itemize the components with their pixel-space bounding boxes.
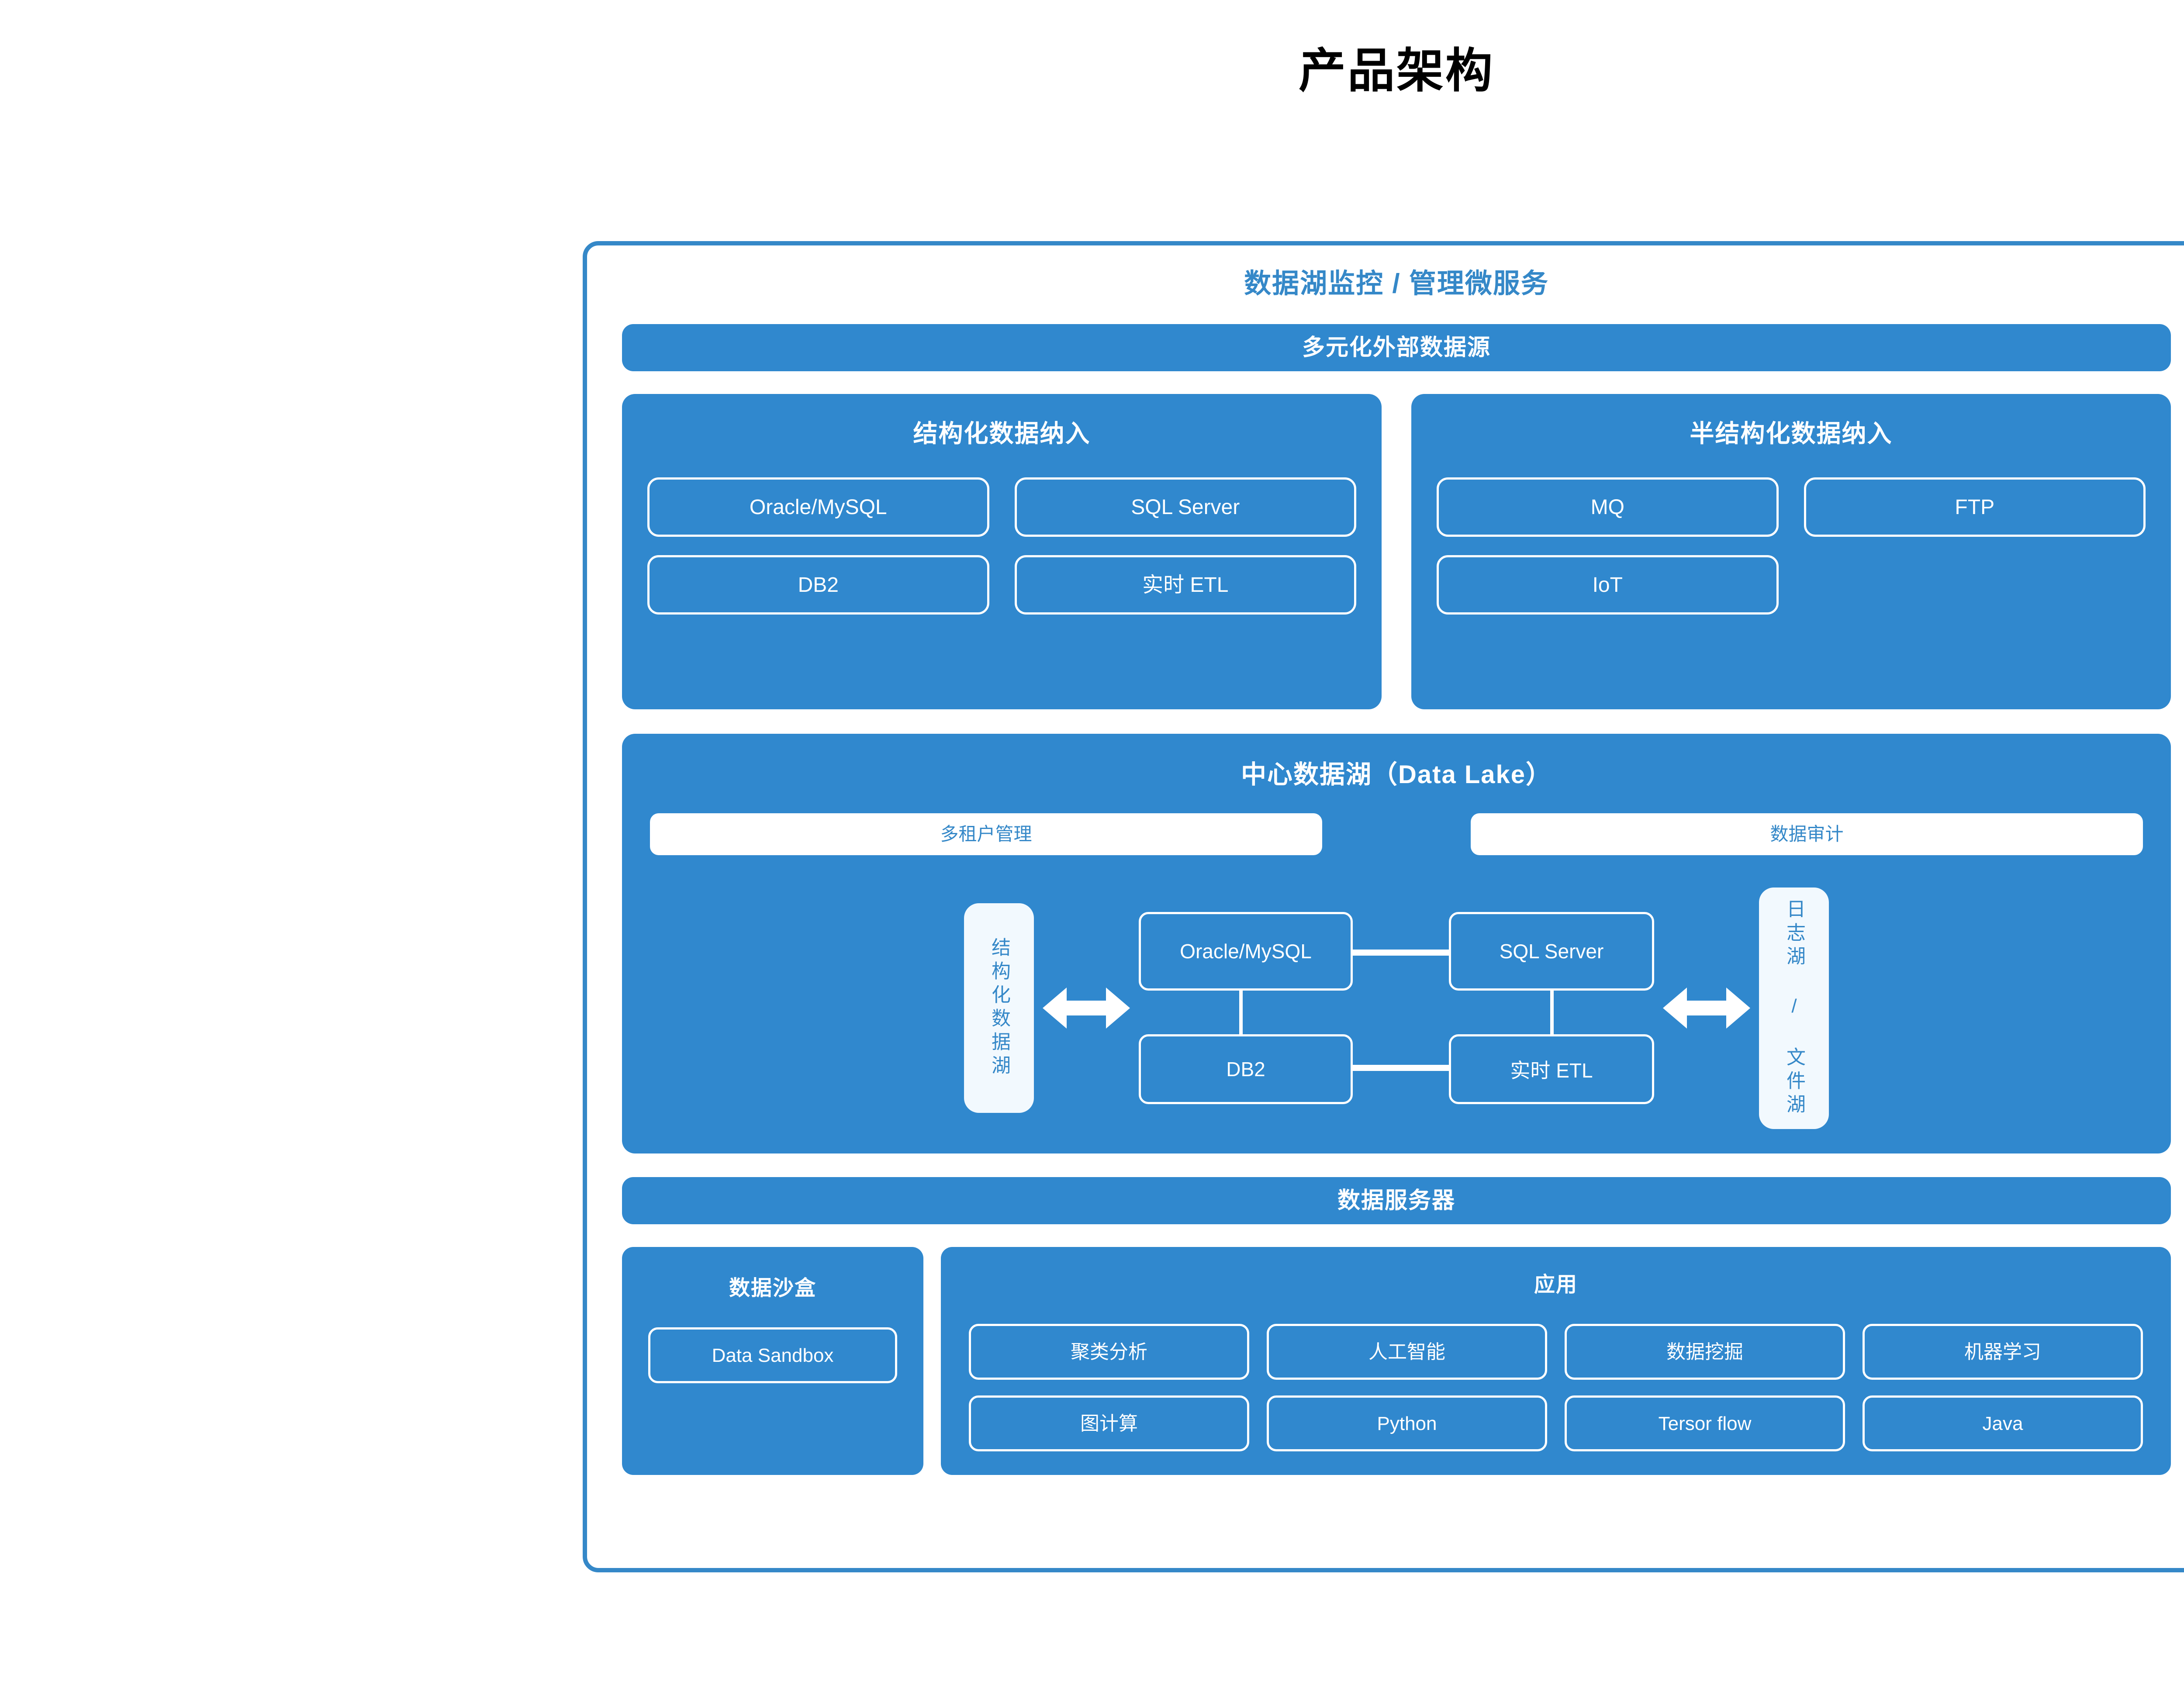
connector-left-vertical bbox=[1239, 991, 1243, 1035]
lake-node-oracle-mysql[interactable]: Oracle/MySQL bbox=[1139, 912, 1353, 991]
connector-bottom-horizontal bbox=[1353, 1065, 1449, 1071]
data-lake-title: 中心数据湖（Data Lake） bbox=[1241, 760, 1552, 789]
app-item-java[interactable]: Java bbox=[1863, 1395, 2143, 1451]
app-item-data-mining[interactable]: 数据挖掘 bbox=[1565, 1323, 1845, 1380]
connector-top-horizontal bbox=[1353, 950, 1449, 956]
data-server-banner: 数据服务器 bbox=[622, 1177, 2171, 1224]
structured-ingestion-items: Oracle/MySQL SQL Server DB2 实时 ETL bbox=[647, 477, 1356, 615]
lake-node-realtime-etl[interactable]: 实时 ETL bbox=[1449, 1034, 1654, 1105]
semi-structured-ingestion-card: 半结构化数据纳入 MQ FTP IoT bbox=[1411, 394, 2171, 709]
lake-node-db2[interactable]: DB2 bbox=[1139, 1034, 1353, 1105]
app-item-cluster-analysis[interactable]: 聚类分析 bbox=[969, 1323, 1249, 1380]
left-right-arrow-icon bbox=[1034, 984, 1139, 1032]
sandbox-item-data-sandbox[interactable]: Data Sandbox bbox=[648, 1327, 897, 1383]
ingest-item-realtime-etl[interactable]: 实时 ETL bbox=[1014, 555, 1356, 615]
applications-card: 应用 聚类分析 人工智能 数据挖掘 机器学习 图计算 Python Tersor… bbox=[941, 1247, 2171, 1475]
bottom-row: 数据沙盒 Data Sandbox 应用 聚类分析 人工智能 数据挖掘 机器学习… bbox=[622, 1247, 2171, 1475]
data-lake-body: 结构化数据湖 Oracle/MySQL SQL Server DB2 实时 ET… bbox=[650, 887, 2143, 1129]
ingest-item-oracle-mysql[interactable]: Oracle/MySQL bbox=[647, 477, 989, 537]
app-item-artificial-intelligence[interactable]: 人工智能 bbox=[1267, 1323, 1547, 1380]
ingestion-row: 结构化数据纳入 Oracle/MySQL SQL Server DB2 实时 E… bbox=[616, 394, 2177, 709]
data-lake-chip-row: 多租户管理 数据审计 bbox=[650, 813, 2143, 855]
ingest-item-sql-server[interactable]: SQL Server bbox=[1014, 477, 1356, 537]
lake-node-sql-server[interactable]: SQL Server bbox=[1449, 912, 1654, 991]
applications-grid: 聚类分析 人工智能 数据挖掘 机器学习 图计算 Python Tersor fl… bbox=[969, 1323, 2143, 1451]
app-item-machine-learning[interactable]: 机器学习 bbox=[1863, 1323, 2143, 1380]
data-sandbox-card: 数据沙盒 Data Sandbox bbox=[622, 1247, 923, 1475]
external-data-source-banner: 多元化外部数据源 bbox=[622, 324, 2171, 371]
ingest-item-db2[interactable]: DB2 bbox=[647, 555, 989, 615]
semi-structured-ingestion-items: MQ FTP IoT bbox=[1437, 477, 2146, 615]
structured-data-lake-label: 结构化数据湖 bbox=[964, 903, 1034, 1113]
chip-multi-tenant-management[interactable]: 多租户管理 bbox=[650, 813, 1322, 855]
frame-header-label: 数据湖监控 / 管理微服务 bbox=[1244, 269, 1549, 299]
app-item-tensor-flow[interactable]: Tersor flow bbox=[1565, 1395, 1845, 1451]
central-data-lake-panel: 中心数据湖（Data Lake） 多租户管理 数据审计 结构化数据湖 bbox=[622, 733, 2171, 1153]
structured-ingestion-card: 结构化数据纳入 Oracle/MySQL SQL Server DB2 实时 E… bbox=[622, 394, 1382, 709]
applications-title: 应用 bbox=[1534, 1273, 1578, 1296]
structured-ingestion-title: 结构化数据纳入 bbox=[913, 419, 1091, 447]
app-item-graph-computing[interactable]: 图计算 bbox=[969, 1395, 1249, 1451]
connector-right-vertical bbox=[1550, 991, 1554, 1035]
data-lake-node-grid: Oracle/MySQL SQL Server DB2 实时 ETL bbox=[1139, 912, 1654, 1105]
left-right-arrow-icon-right bbox=[1654, 984, 1759, 1032]
app-item-python[interactable]: Python bbox=[1267, 1395, 1547, 1451]
data-sandbox-title: 数据沙盒 bbox=[729, 1276, 816, 1300]
ingest-item-iot[interactable]: IoT bbox=[1437, 555, 1779, 615]
chip-data-audit[interactable]: 数据审计 bbox=[1471, 813, 2143, 855]
semi-structured-ingestion-title: 半结构化数据纳入 bbox=[1690, 419, 1893, 447]
page-title: 产品架构 bbox=[1298, 44, 1494, 97]
log-file-lake-label: 日志湖 / 文件湖 bbox=[1759, 887, 1829, 1129]
architecture-frame: 数据湖监控 / 管理微服务 多元化外部数据源 结构化数据纳入 Oracle/My… bbox=[583, 241, 2184, 1572]
ingest-item-mq[interactable]: MQ bbox=[1437, 477, 1779, 537]
ingest-item-ftp[interactable]: FTP bbox=[1804, 477, 2146, 537]
